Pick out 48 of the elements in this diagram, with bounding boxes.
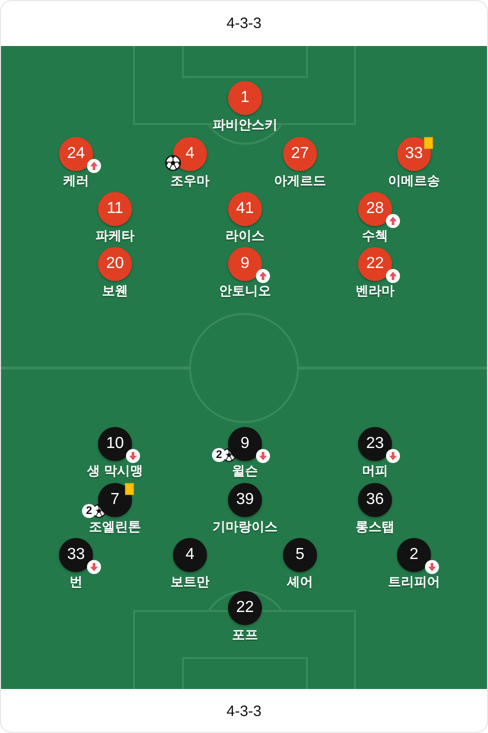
goal-count: 2 bbox=[212, 448, 226, 462]
shirt-number: 9 bbox=[240, 255, 250, 273]
player-name: 머피 bbox=[362, 463, 388, 479]
shirt-number: 36 bbox=[366, 491, 384, 509]
shirt-number: 22 bbox=[366, 255, 384, 273]
shirt-number: 22 bbox=[236, 599, 254, 617]
formation-label: 4-3-3 bbox=[226, 703, 262, 721]
player-name: 파비안스키 bbox=[212, 117, 278, 133]
player-name: 파케타 bbox=[96, 228, 134, 244]
shirt-number: 7 bbox=[110, 491, 120, 509]
shirt-number: 20 bbox=[106, 255, 124, 273]
player-name: 셰어 bbox=[287, 574, 313, 590]
player-name: 벤라마 bbox=[356, 283, 394, 299]
player-name: 번 bbox=[70, 574, 82, 590]
shirt-number: 1 bbox=[240, 89, 250, 107]
formation-label: 4-3-3 bbox=[226, 15, 262, 33]
player-name: 생 막시맹 bbox=[87, 463, 143, 479]
shirt-number: 23 bbox=[366, 435, 384, 453]
player-name: 윌슨 bbox=[232, 463, 258, 479]
shirt-number: 4 bbox=[186, 145, 194, 163]
shirt-number: 28 bbox=[366, 200, 384, 218]
player-name: 라이스 bbox=[226, 228, 264, 244]
shirt-number: 5 bbox=[296, 546, 304, 564]
goal-count: 2 bbox=[82, 504, 96, 518]
shirt-number: 9 bbox=[240, 435, 250, 453]
player-name: 이메르송 bbox=[388, 173, 440, 189]
player-name: 수첵 bbox=[362, 228, 388, 244]
player-name: 보트만 bbox=[170, 574, 210, 590]
shirt-number: 41 bbox=[236, 200, 254, 218]
player-name: 트리피어 bbox=[388, 574, 440, 590]
player-name: 기마랑이스 bbox=[212, 519, 278, 535]
shirt-number: 39 bbox=[236, 491, 254, 509]
player-name: 조엘린톤 bbox=[89, 519, 141, 535]
shirt-number: 10 bbox=[106, 435, 124, 453]
shirt-number: 24 bbox=[67, 145, 85, 163]
shirt-number: 4 bbox=[186, 546, 194, 564]
player-name: 포프 bbox=[232, 627, 258, 643]
player-name: 조우마 bbox=[170, 173, 210, 189]
player-name: 보웬 bbox=[102, 283, 128, 299]
shirt-number: 33 bbox=[67, 546, 85, 564]
shirt-number: 2 bbox=[410, 546, 418, 564]
player-name: 아게르드 bbox=[274, 173, 326, 189]
shirt-number: 27 bbox=[291, 145, 309, 163]
player-name: 롱스탭 bbox=[356, 519, 394, 535]
shirt-number: 33 bbox=[405, 145, 423, 163]
shirt-number: 11 bbox=[106, 200, 124, 218]
player-name: 케러 bbox=[63, 173, 89, 189]
player-name: 안토니오 bbox=[219, 283, 271, 299]
